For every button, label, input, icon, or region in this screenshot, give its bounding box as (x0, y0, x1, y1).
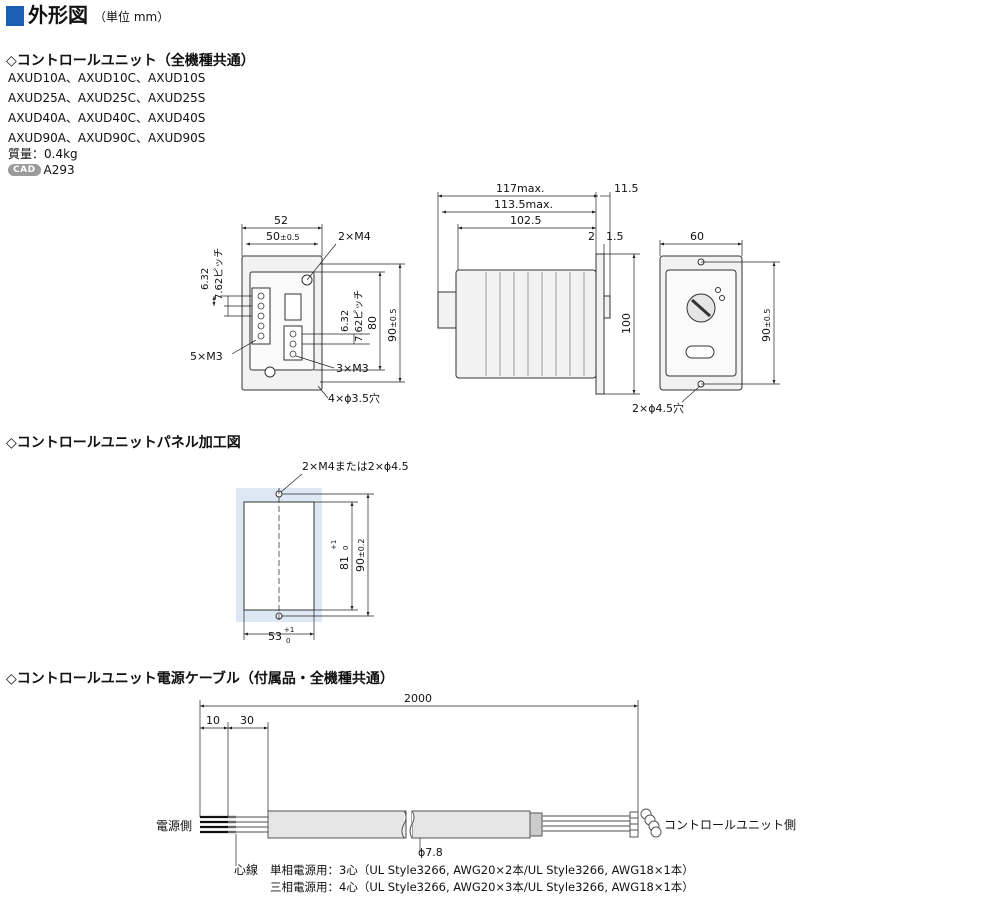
model-line-3: AXUD40A、AXUD40C、AXUD40S (8, 111, 206, 125)
label-3xm3: 3×M3 (336, 362, 369, 375)
page-title: 外形図 (28, 3, 88, 27)
dim-117max: 117max. (496, 182, 544, 195)
dim-h80: 80 (366, 316, 379, 330)
label-source-side: 電源側 (156, 819, 192, 833)
dim-102: 102.5 (510, 214, 542, 227)
rear-view: 60 90±0.5 2×ϕ4.5穴 (632, 230, 780, 415)
dim-p632b: 6.32 (340, 310, 351, 332)
dim-113max: 113.5max. (494, 198, 553, 211)
dim-h90-tol: ±0.5 (389, 309, 398, 328)
front-view: 52 50±0.5 2×M4 6.32 7.62ピッチ 6.32 7.62ピッチ… (190, 214, 405, 405)
section-title-panel: ◇コントロールユニットパネル加工図 (6, 435, 241, 451)
dim-h81-tolup: +1 (330, 540, 338, 550)
side-view: 117max. 113.5max. 102.5 11.5 2 1.5 100 (437, 182, 640, 395)
dim-30: 30 (240, 714, 254, 727)
unit-label: （単位 mm） (94, 10, 170, 24)
dim-p632a: 6.32 (200, 268, 211, 290)
model-line-2: AXUD25A、AXUD25C、AXUD25S (8, 91, 206, 105)
dim-panel-h90: 90 (354, 558, 367, 572)
dim-10: 10 (206, 714, 220, 727)
label-core-wire: 心線 (234, 862, 258, 877)
dim-w60: 60 (690, 230, 704, 243)
panel-cutout: 2×M4または2×ϕ4.5 81 +1 0 90±0.2 53 +1 0 (236, 460, 409, 645)
dim-w53-tolup: +1 (284, 626, 294, 634)
svg-text:50±0.5: 50±0.5 (266, 230, 299, 243)
header-square-icon (6, 6, 24, 26)
dim-w52: 52 (274, 214, 288, 227)
dim-r-h90-tol: ±0.5 (763, 309, 772, 328)
cad-row: CAD A293 (8, 163, 75, 177)
dim-w53: 53 (268, 630, 282, 643)
model-line-1: AXUD10A、AXUD10C、AXUD10S (8, 71, 206, 85)
power-cable: 2000 10 30 電源側 コントロールユニット側 ϕ7.8 心線 単相電源用… (156, 692, 796, 894)
label-5xm3: 5×M3 (190, 350, 223, 363)
cad-code: A293 (43, 163, 75, 177)
dim-2: 2 (588, 230, 595, 243)
dim-h81: 81 (338, 556, 351, 570)
page-header: 外形図 （単位 mm） (6, 4, 169, 26)
dim-w53-toldn: 0 (286, 637, 290, 645)
svg-text:90±0.5: 90±0.5 (760, 309, 773, 342)
dim-w50-tol: ±0.5 (280, 233, 299, 242)
dim-1-5: 1.5 (606, 230, 624, 243)
section-title-unit: ◇コントロールユニット（全機種共通） (6, 53, 255, 69)
dim-p762a: 7.62ピッチ (213, 248, 225, 300)
label-2-hole: 2×ϕ4.5穴 (632, 401, 684, 415)
label-2xm4: 2×M4 (338, 230, 371, 243)
label-4-hole: 4×ϕ3.5穴 (328, 391, 380, 405)
mass-label: 質量：0.4kg (8, 147, 78, 161)
label-diameter: ϕ7.8 (418, 846, 443, 859)
svg-text:81: 81 (338, 556, 351, 570)
dim-2000: 2000 (404, 692, 432, 705)
label-unit-side: コントロールユニット側 (664, 818, 796, 832)
dim-r-h90: 90 (760, 328, 773, 342)
dim-w50: 50 (266, 230, 280, 243)
label-three-phase: 三相電源用：4心（UL Style3266, AWG20×3本/UL Style… (270, 880, 694, 894)
dim-p762b: 7.62ピッチ (353, 290, 365, 342)
cad-badge-icon: CAD (8, 164, 41, 176)
dim-h81-toldn: 0 (342, 546, 350, 550)
section-title-cable: ◇コントロールユニット電源ケーブル（付属品・全機種共通） (6, 671, 394, 687)
dim-11-5: 11.5 (614, 182, 639, 195)
model-line-4: AXUD90A、AXUD90C、AXUD90S (8, 131, 206, 145)
svg-text:90±0.5: 90±0.5 (386, 309, 399, 342)
svg-text:90±0.2: 90±0.2 (354, 539, 367, 572)
dim-panel-h90-tol: ±0.2 (357, 539, 366, 558)
label-single-phase: 単相電源用：3心（UL Style3266, AWG20×2本/UL Style… (270, 863, 694, 877)
label-panel-m4: 2×M4または2×ϕ4.5 (302, 460, 409, 473)
dim-h100: 100 (620, 313, 633, 334)
dim-h90: 90 (386, 328, 399, 342)
